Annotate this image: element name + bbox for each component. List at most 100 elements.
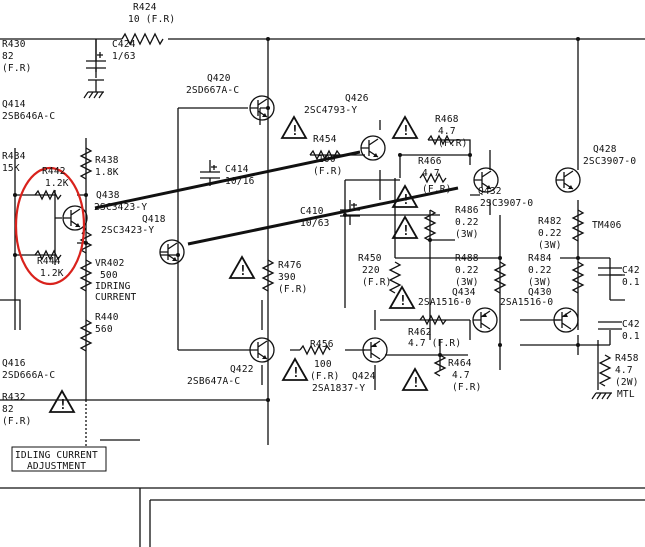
resistor-icon [433,354,447,377]
svg-text:Q418: Q418 [142,214,166,225]
svg-text:82: 82 [2,51,14,62]
svg-text:(3W): (3W) [455,277,479,288]
resistor-icon [493,261,507,294]
svg-text:Q438: Q438 [96,190,120,201]
svg-text:0.22: 0.22 [455,265,479,276]
resistor-icon [423,209,437,242]
svg-text:!: ! [402,124,410,139]
svg-text:500: 500 [100,270,118,281]
capacitor-icon [598,267,622,276]
svg-text:2SD667A-C: 2SD667A-C [186,85,239,96]
svg-text:2SB646A-C: 2SB646A-C [2,111,55,122]
svg-text:(F.R): (F.R) [2,416,32,427]
svg-text:2SC3907-0: 2SC3907-0 [480,198,533,209]
svg-text:R430: R430 [2,39,26,50]
svg-text:R442: R442 [42,166,66,177]
warning-triangle-icon: ! [49,390,75,413]
svg-text:Q414: Q414 [2,99,26,110]
svg-text:82: 82 [2,404,14,415]
pnp-transistor-icon [362,337,388,363]
svg-text:R440: R440 [95,312,119,323]
resistor-icon [388,261,402,294]
resistor-icon [34,189,62,201]
svg-text:IDRING: IDRING [95,281,131,292]
svg-text:2SA1837-Y: 2SA1837-Y [312,383,365,394]
highlight-ring [14,166,86,286]
svg-text:(2W): (2W) [615,377,639,388]
svg-text:VR402: VR402 [95,258,125,269]
svg-text:2SC3423-Y: 2SC3423-Y [101,225,154,236]
svg-text:R424: R424 [133,2,157,13]
svg-text:CURRENT: CURRENT [95,292,137,303]
svg-text:(F.R): (F.R) [310,371,340,382]
svg-text:IDLING CURRENT: IDLING CURRENT [15,450,98,461]
warning-triangle-icon: ! [402,368,428,391]
npn-transistor-icon [555,167,581,193]
warning-triangle-icon: ! [229,256,255,279]
ground-icons [83,91,613,400]
svg-text:100: 100 [314,359,332,370]
svg-text:390: 390 [278,272,296,283]
resistor-icon [419,172,447,184]
svg-text:2SA1516-0: 2SA1516-0 [500,297,553,308]
capacitors [86,39,622,330]
svg-text:1/63: 1/63 [112,51,136,62]
svg-text:!: ! [291,124,299,139]
svg-text:1.2K: 1.2K [40,268,64,279]
svg-text:R456: R456 [310,339,334,350]
svg-text:10/63: 10/63 [300,218,330,229]
pnp-transistor-icon [472,307,498,333]
svg-text:ADJUSTMENT: ADJUSTMENT [27,461,86,472]
npn-transistor-icon [62,205,88,231]
svg-text:0.22: 0.22 [455,217,479,228]
npn-transistor-icon [473,167,499,193]
svg-text:2SC3907-0: 2SC3907-0 [583,156,636,167]
svg-text:MTL: MTL [617,389,635,400]
warning-triangle-icon: ! [281,116,307,139]
svg-text:R482: R482 [538,216,562,227]
warning-triangle-icon: ! [282,358,308,381]
svg-text:0.22: 0.22 [538,228,562,239]
svg-text:(F.R): (F.R) [278,284,308,295]
svg-text:0.1: 0.1 [622,331,640,342]
ground-icon [591,392,613,400]
svg-text:R444: R444 [37,256,61,267]
resistor-icon [261,259,275,292]
warning-triangle-icon: ! [392,116,418,139]
svg-text:2SD666A-C: 2SD666A-C [2,370,55,381]
svg-text:Q434: Q434 [452,287,476,298]
resistor-icon [571,209,585,242]
resistor-icon [598,354,612,387]
svg-text:Q422: Q422 [230,364,254,375]
svg-text:C414: C414 [225,164,249,175]
svg-text:(F.R): (F.R) [313,166,343,177]
svg-text:(3W): (3W) [528,277,552,288]
npn-transistor-icon [159,239,185,265]
junction-dots [13,37,580,402]
svg-text:R462: R462 [408,327,432,338]
svg-text:TM406: TM406 [592,220,622,231]
svg-text:2SC3423-Y: 2SC3423-Y [94,202,147,213]
resistors [34,32,612,387]
transistors [62,95,581,363]
svg-text:R454: R454 [313,134,337,145]
resistor-icon [79,319,93,352]
svg-text:Q424: Q424 [352,371,376,382]
svg-text:!: ! [399,294,407,309]
svg-text:4.7 (F.R): 4.7 (F.R) [408,338,461,349]
svg-text:R466: R466 [418,156,442,167]
capacitor-icon [598,321,622,330]
svg-text:220: 220 [362,265,380,276]
npn-transistor-icon [360,135,386,161]
svg-text:2SA1516-0: 2SA1516-0 [418,297,471,308]
svg-text:R486: R486 [455,205,479,216]
svg-text:4.7: 4.7 [615,365,633,376]
svg-text:(F.R): (F.R) [422,184,452,195]
svg-text:2SB647A-C: 2SB647A-C [187,376,240,387]
svg-text:560: 560 [95,324,113,335]
resistor-icon [79,259,93,292]
svg-text:(3W): (3W) [538,240,562,251]
svg-text:!: ! [402,193,410,208]
svg-text:15K: 15K [2,163,20,174]
